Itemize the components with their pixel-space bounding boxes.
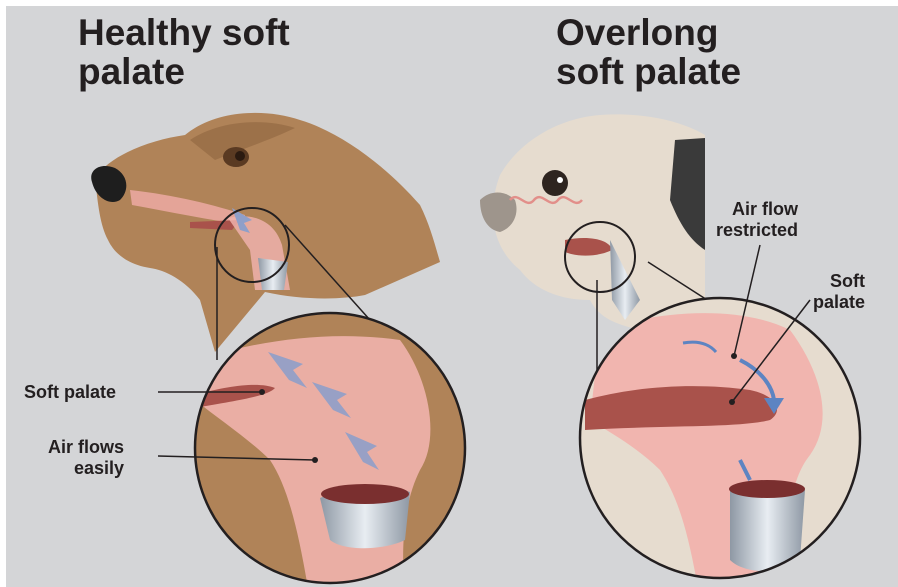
dog-pupil: [235, 151, 245, 161]
leader-dot-soft-palate-left: [259, 389, 265, 395]
healthy-dog-head: [91, 113, 440, 352]
title-healthy-soft-palate: Healthy soft palate: [78, 13, 290, 91]
magnified-view-healthy: [195, 313, 465, 587]
pug-eye: [542, 170, 568, 196]
leader-dot-air-flows-left: [312, 457, 318, 463]
leader-dot-soft-palate-right: [729, 399, 735, 405]
trachea-opening-right: [729, 480, 805, 498]
trachea-opening-left: [321, 484, 409, 504]
label-soft-palate-right: Soft palate: [813, 271, 865, 313]
label-air-flow-restricted: Air flow restricted: [716, 199, 798, 241]
title-overlong-soft-palate: Overlong soft palate: [556, 13, 741, 91]
magnified-view-overlong: [580, 298, 860, 587]
pug-eye-highlight: [557, 177, 563, 183]
label-soft-palate-left: Soft palate: [24, 382, 116, 403]
label-air-flows-easily: Air flows easily: [48, 437, 124, 479]
leader-dot-air-restricted: [731, 353, 737, 359]
